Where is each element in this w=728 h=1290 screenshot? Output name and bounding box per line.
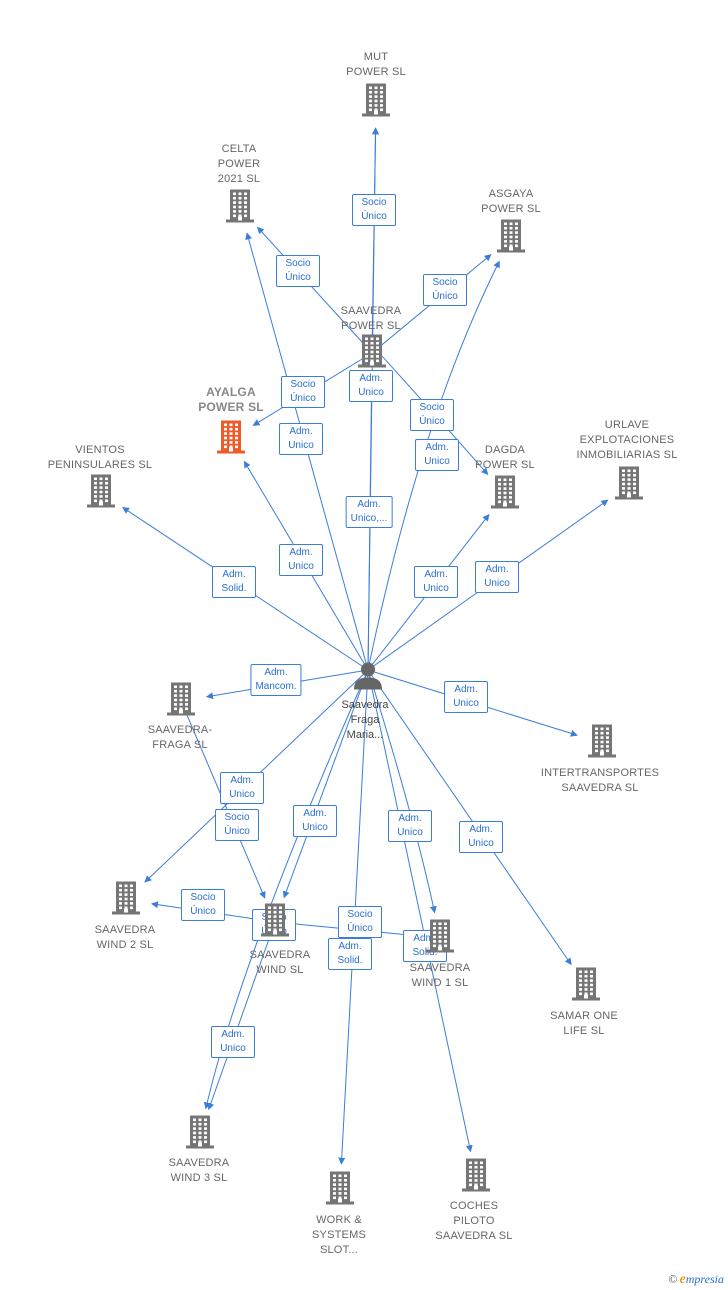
building-icon[interactable] (613, 465, 645, 506)
node-label-asgaya[interactable]: ASGAYA POWER SL (481, 188, 541, 215)
building-icon[interactable] (586, 723, 618, 764)
edge-label-center-to-wind3[interactable]: Adm. Unico (211, 1026, 255, 1058)
building-icon[interactable] (570, 966, 602, 1007)
node-label-work[interactable]: WORK & SYSTEMS SLOT... (312, 1214, 366, 1256)
node-label-urlave[interactable]: URLAVE EXPLOTACIONES INMOBILIARIAS SL (576, 419, 678, 461)
brand-logo-initial: e (679, 1272, 686, 1287)
edge-label-saavedra_power-to-dagda[interactable]: Socio Único (410, 399, 454, 431)
edge-label-center-to-dagda[interactable]: Adm. Unico (414, 566, 458, 598)
edge-label-center-to-asgaya[interactable]: Adm. Unico (415, 439, 459, 471)
edge-center-to-coches (367, 669, 473, 1153)
edge-label-saavedra_power-to-ayalga[interactable]: Socio Único (281, 376, 325, 408)
edge-label-center-to-vientos[interactable]: Adm. Solid. (212, 566, 256, 598)
edge-label-center-to-saavedra_fraga[interactable]: Adm. Mancom. (250, 664, 302, 696)
building-icon[interactable] (110, 880, 142, 921)
copyright-symbol: © (668, 1272, 678, 1286)
node-label-samar[interactable]: SAMAR ONE LIFE SL (550, 1010, 618, 1037)
edge-label-saavedra_power-to-asgaya[interactable]: Socio Único (423, 274, 467, 306)
edge-label-center-to-urlave[interactable]: Adm. Unico (475, 561, 519, 593)
edge-label-center-to-wind2[interactable]: Adm. Unico (220, 772, 264, 804)
building-icon[interactable] (184, 1114, 216, 1155)
edge-label-center-to-intertransportes[interactable]: Adm. Unico (444, 681, 488, 713)
node-label-dagda[interactable]: DAGDA POWER SL (475, 444, 535, 471)
node-label-saavedra_fraga[interactable]: SAAVEDRA- FRAGA SL (147, 724, 213, 751)
center-person-label[interactable]: Saavedra Fraga Maria... (341, 699, 389, 741)
building-icon[interactable] (356, 333, 388, 374)
node-label-wind[interactable]: SAAVEDRA WIND SL (249, 949, 311, 976)
footer-brand: ©empresia (668, 1272, 724, 1288)
edge-label-wind-to-wind1[interactable]: Socio Único (338, 906, 382, 938)
building-icon[interactable] (360, 82, 392, 123)
node-label-intertransportes[interactable]: INTERTRANSPORTES SAAVEDRA SL (540, 767, 660, 794)
edge-label-center-to-saavedra_power[interactable]: Adm. Unico (349, 370, 393, 402)
building-icon[interactable] (460, 1157, 492, 1198)
node-label-wind1[interactable]: SAAVEDRA WIND 1 SL (409, 962, 471, 989)
edges-layer (122, 127, 609, 1165)
edge-label-center-to-ayalga[interactable]: Adm. Unico (279, 544, 323, 576)
node-label-vientos[interactable]: VIENTOS PENINSULARES SL (47, 444, 153, 471)
edge-label-center-to-celta[interactable]: Adm. Unico (279, 423, 323, 455)
building-icon[interactable] (424, 918, 456, 959)
node-label-celta[interactable]: CELTA POWER 2021 SL (217, 143, 261, 185)
person-icon[interactable] (353, 661, 383, 696)
building-icon[interactable] (215, 419, 247, 460)
edge-center-to-wind (282, 669, 369, 899)
edge-label-center-to-mut[interactable]: Adm. Unico,... (345, 496, 393, 528)
node-label-wind3[interactable]: SAAVEDRA WIND 3 SL (168, 1157, 230, 1184)
edge-center-to-samar (367, 669, 572, 966)
building-icon[interactable] (85, 473, 117, 514)
edge-label-wind-to-wind2[interactable]: Socio Único (181, 889, 225, 921)
edge-label-center-to-wind1[interactable]: Adm. Unico (388, 810, 432, 842)
building-icon[interactable] (495, 218, 527, 259)
node-label-wind2[interactable]: SAAVEDRA WIND 2 SL (94, 924, 156, 951)
edge-label-center-to-samar[interactable]: Adm. Unico (459, 821, 503, 853)
node-label-saavedra_power[interactable]: SAAVEDRA POWER SL (340, 305, 402, 332)
edge-label-center-to-wind[interactable]: Adm. Unico (293, 805, 337, 837)
building-icon[interactable] (324, 1170, 356, 1211)
node-label-mut[interactable]: MUT POWER SL (346, 51, 406, 78)
building-icon[interactable] (259, 902, 291, 943)
edge-center-to-mut (367, 127, 380, 671)
edge-label-center-to-work[interactable]: Adm. Solid. (328, 938, 372, 970)
node-label-ayalga[interactable]: AYALGA POWER SL (198, 385, 264, 414)
building-icon[interactable] (165, 681, 197, 722)
edge-label-saavedra_fraga-to-wind[interactable]: Socio Único (215, 809, 259, 841)
node-label-coches[interactable]: COCHES PILOTO SAAVEDRA SL (435, 1200, 513, 1242)
edge-label-saavedra_power-to-celta[interactable]: Socio Único (276, 255, 320, 287)
building-icon[interactable] (489, 474, 521, 515)
edge-wind-to-wind3 (207, 921, 276, 1111)
edge-center-to-wind1 (367, 669, 437, 914)
edge-label-saavedra_power-to-mut[interactable]: Socio Único (352, 194, 396, 226)
building-icon[interactable] (224, 188, 256, 229)
edge-saavedra_power-to-celta (257, 226, 373, 354)
brand-logo-text: mpresia (685, 1272, 724, 1286)
